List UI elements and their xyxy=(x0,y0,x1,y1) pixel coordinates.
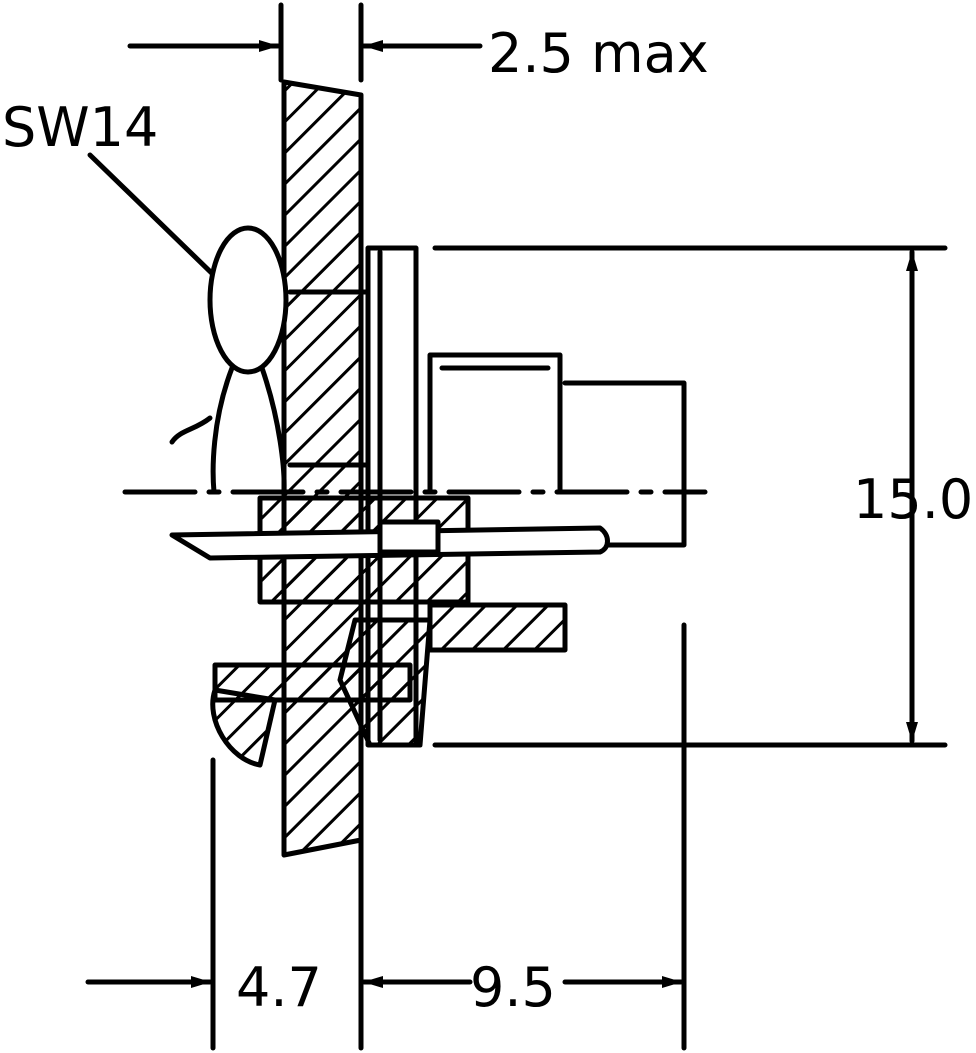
extension-lines xyxy=(210,2,948,1051)
depth-rear-label: 9.5 xyxy=(470,956,556,1019)
hex-nut xyxy=(169,225,289,495)
height-label: 15.0 xyxy=(853,468,973,531)
thread-label: SW14 xyxy=(2,96,158,159)
panel-thickness-label: 2.5 max xyxy=(488,22,709,85)
mounting-panel xyxy=(281,79,364,858)
depth-front-label: 4.7 xyxy=(236,956,322,1019)
contact-pin xyxy=(169,519,610,561)
